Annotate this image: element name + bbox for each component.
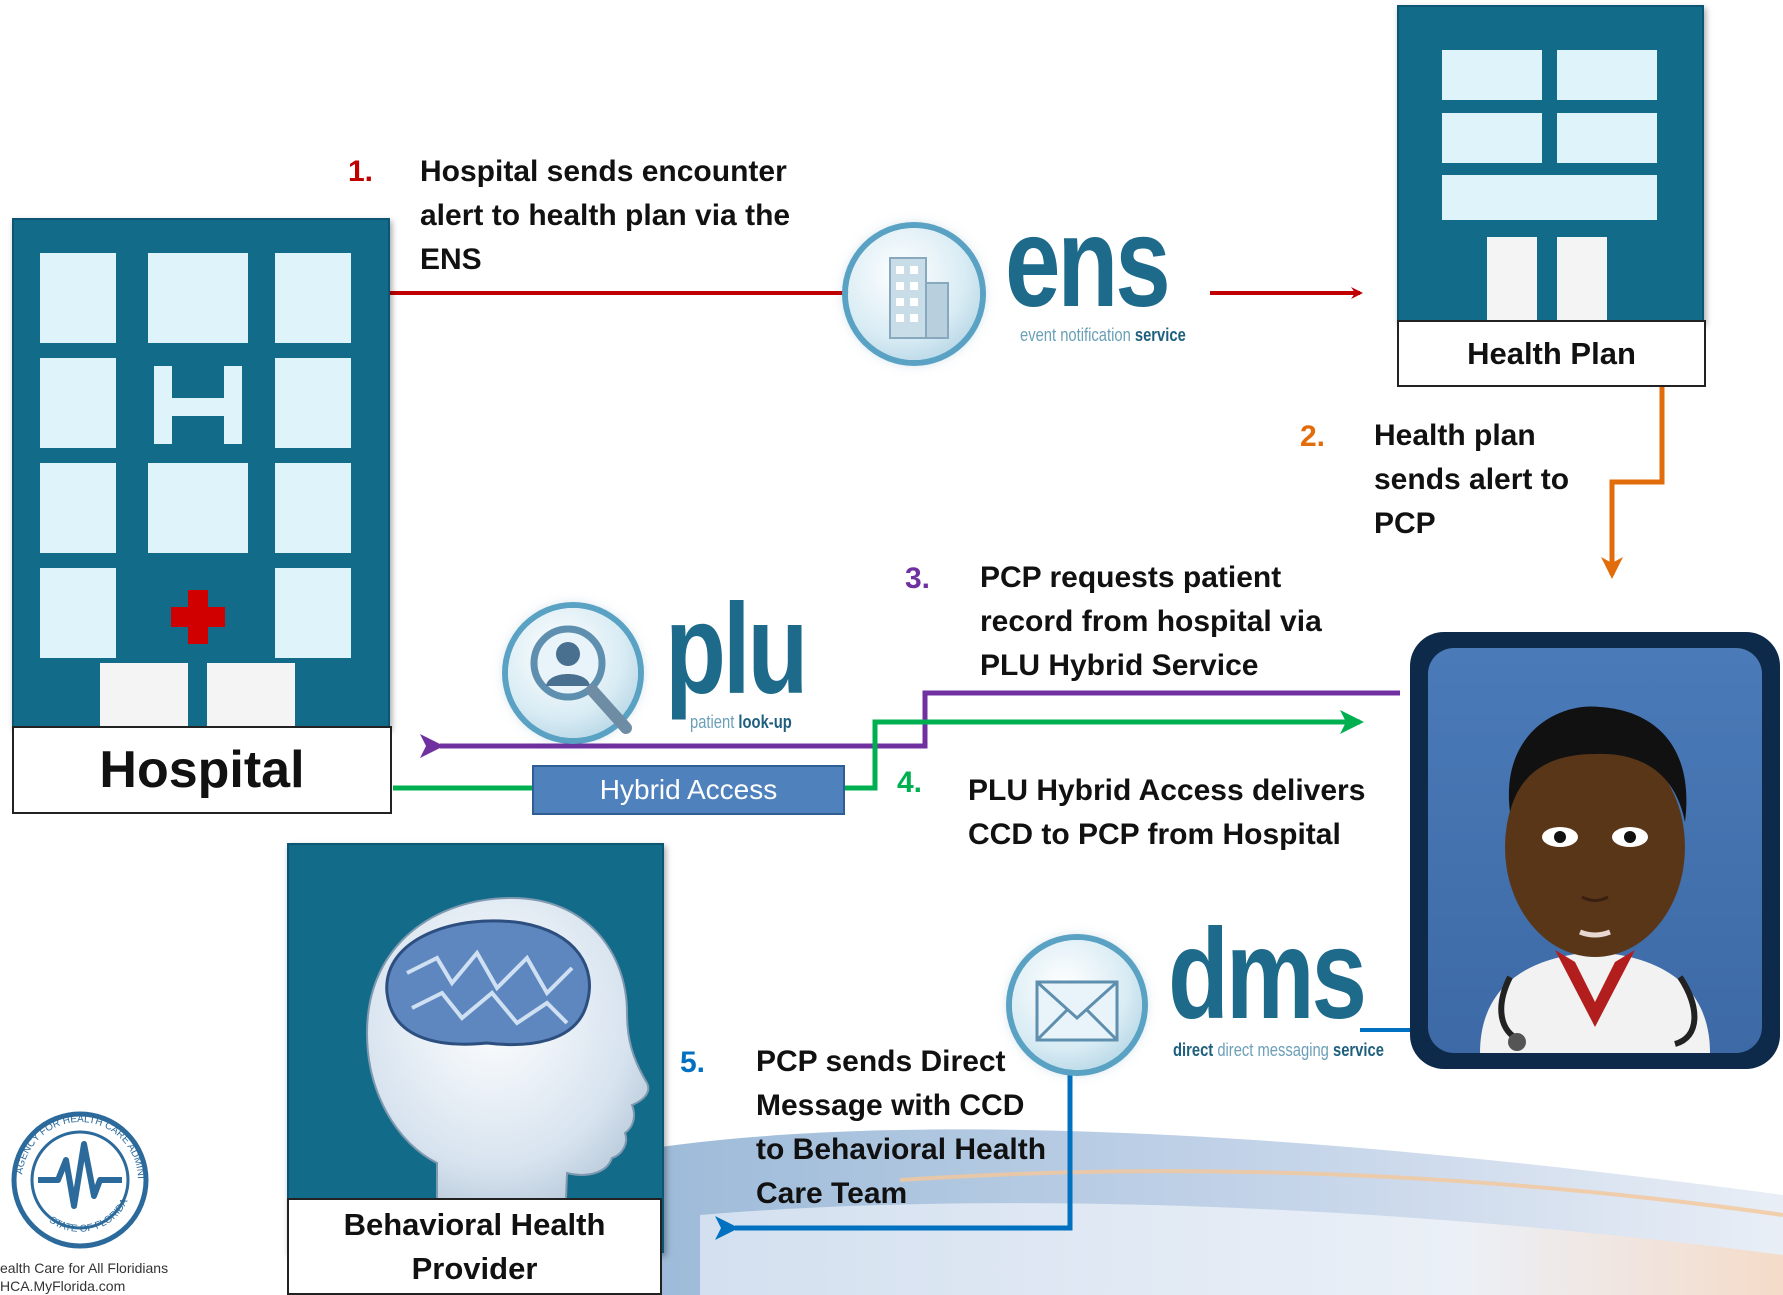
line-step5 bbox=[715, 1065, 1073, 1240]
plu-logo-word: plu bbox=[665, 578, 808, 721]
step-3-text: PCP requests patient record from hospita… bbox=[980, 561, 1322, 682]
step-2-text: Health plan sends alert to PCP bbox=[1374, 419, 1570, 540]
line-step2 bbox=[1601, 385, 1665, 579]
health-plan-building bbox=[1397, 5, 1704, 323]
dms-logo-word: dms bbox=[1168, 903, 1367, 1046]
health-plan-label: Health Plan bbox=[1397, 320, 1706, 387]
doctor-icon bbox=[1428, 648, 1762, 1053]
dms-envelope-icon bbox=[1012, 940, 1142, 1070]
plu-subtitle: patient look-up bbox=[690, 712, 792, 732]
ahca-logo: AGENCY FOR HEALTH CARE ADMINISTRATION ST… bbox=[0, 1102, 175, 1295]
line-step4-right bbox=[845, 710, 1364, 791]
ens-logo-word: ens bbox=[1005, 191, 1171, 334]
step-4-number: 4. bbox=[897, 766, 923, 799]
dms-subtitle: direct direct messaging service bbox=[1173, 1040, 1384, 1060]
ens-subtitle: event notification service bbox=[1020, 325, 1186, 345]
step-4-text: PLU Hybrid Access delivers CCD to PCP fr… bbox=[968, 774, 1366, 851]
behavioral-health-label: Behavioral Health Provider bbox=[287, 1198, 662, 1295]
step-2-number: 2. bbox=[1300, 420, 1326, 453]
pcp-doctor-frame bbox=[1410, 632, 1780, 1069]
step-1-text: Hospital sends encounter alert to health… bbox=[420, 155, 791, 276]
hospital-building bbox=[12, 218, 390, 728]
behavioral-health-building bbox=[287, 843, 664, 1253]
red-cross-icon bbox=[148, 568, 248, 658]
step-5-text: PCP sends Direct Message with CCD to Beh… bbox=[756, 1045, 1047, 1210]
plu-magnifier-icon bbox=[508, 608, 638, 738]
hospital-label: Hospital bbox=[12, 726, 392, 814]
ahca-tagline: ealth Care for All Floridians bbox=[0, 1260, 169, 1276]
ens-building-icon bbox=[848, 228, 980, 360]
ahca-url: HCA.MyFlorida.com bbox=[0, 1278, 126, 1294]
step-1-number: 1. bbox=[348, 155, 374, 188]
step-5-number: 5. bbox=[680, 1046, 706, 1079]
ahca-seal-icon: AGENCY FOR HEALTH CARE ADMINISTRATION ST… bbox=[0, 1102, 149, 1249]
head-brain-icon bbox=[365, 896, 650, 1224]
step-3-number: 3. bbox=[905, 562, 931, 595]
hospital-h-icon bbox=[148, 358, 248, 448]
hybrid-access-box: Hybrid Access bbox=[532, 765, 845, 815]
